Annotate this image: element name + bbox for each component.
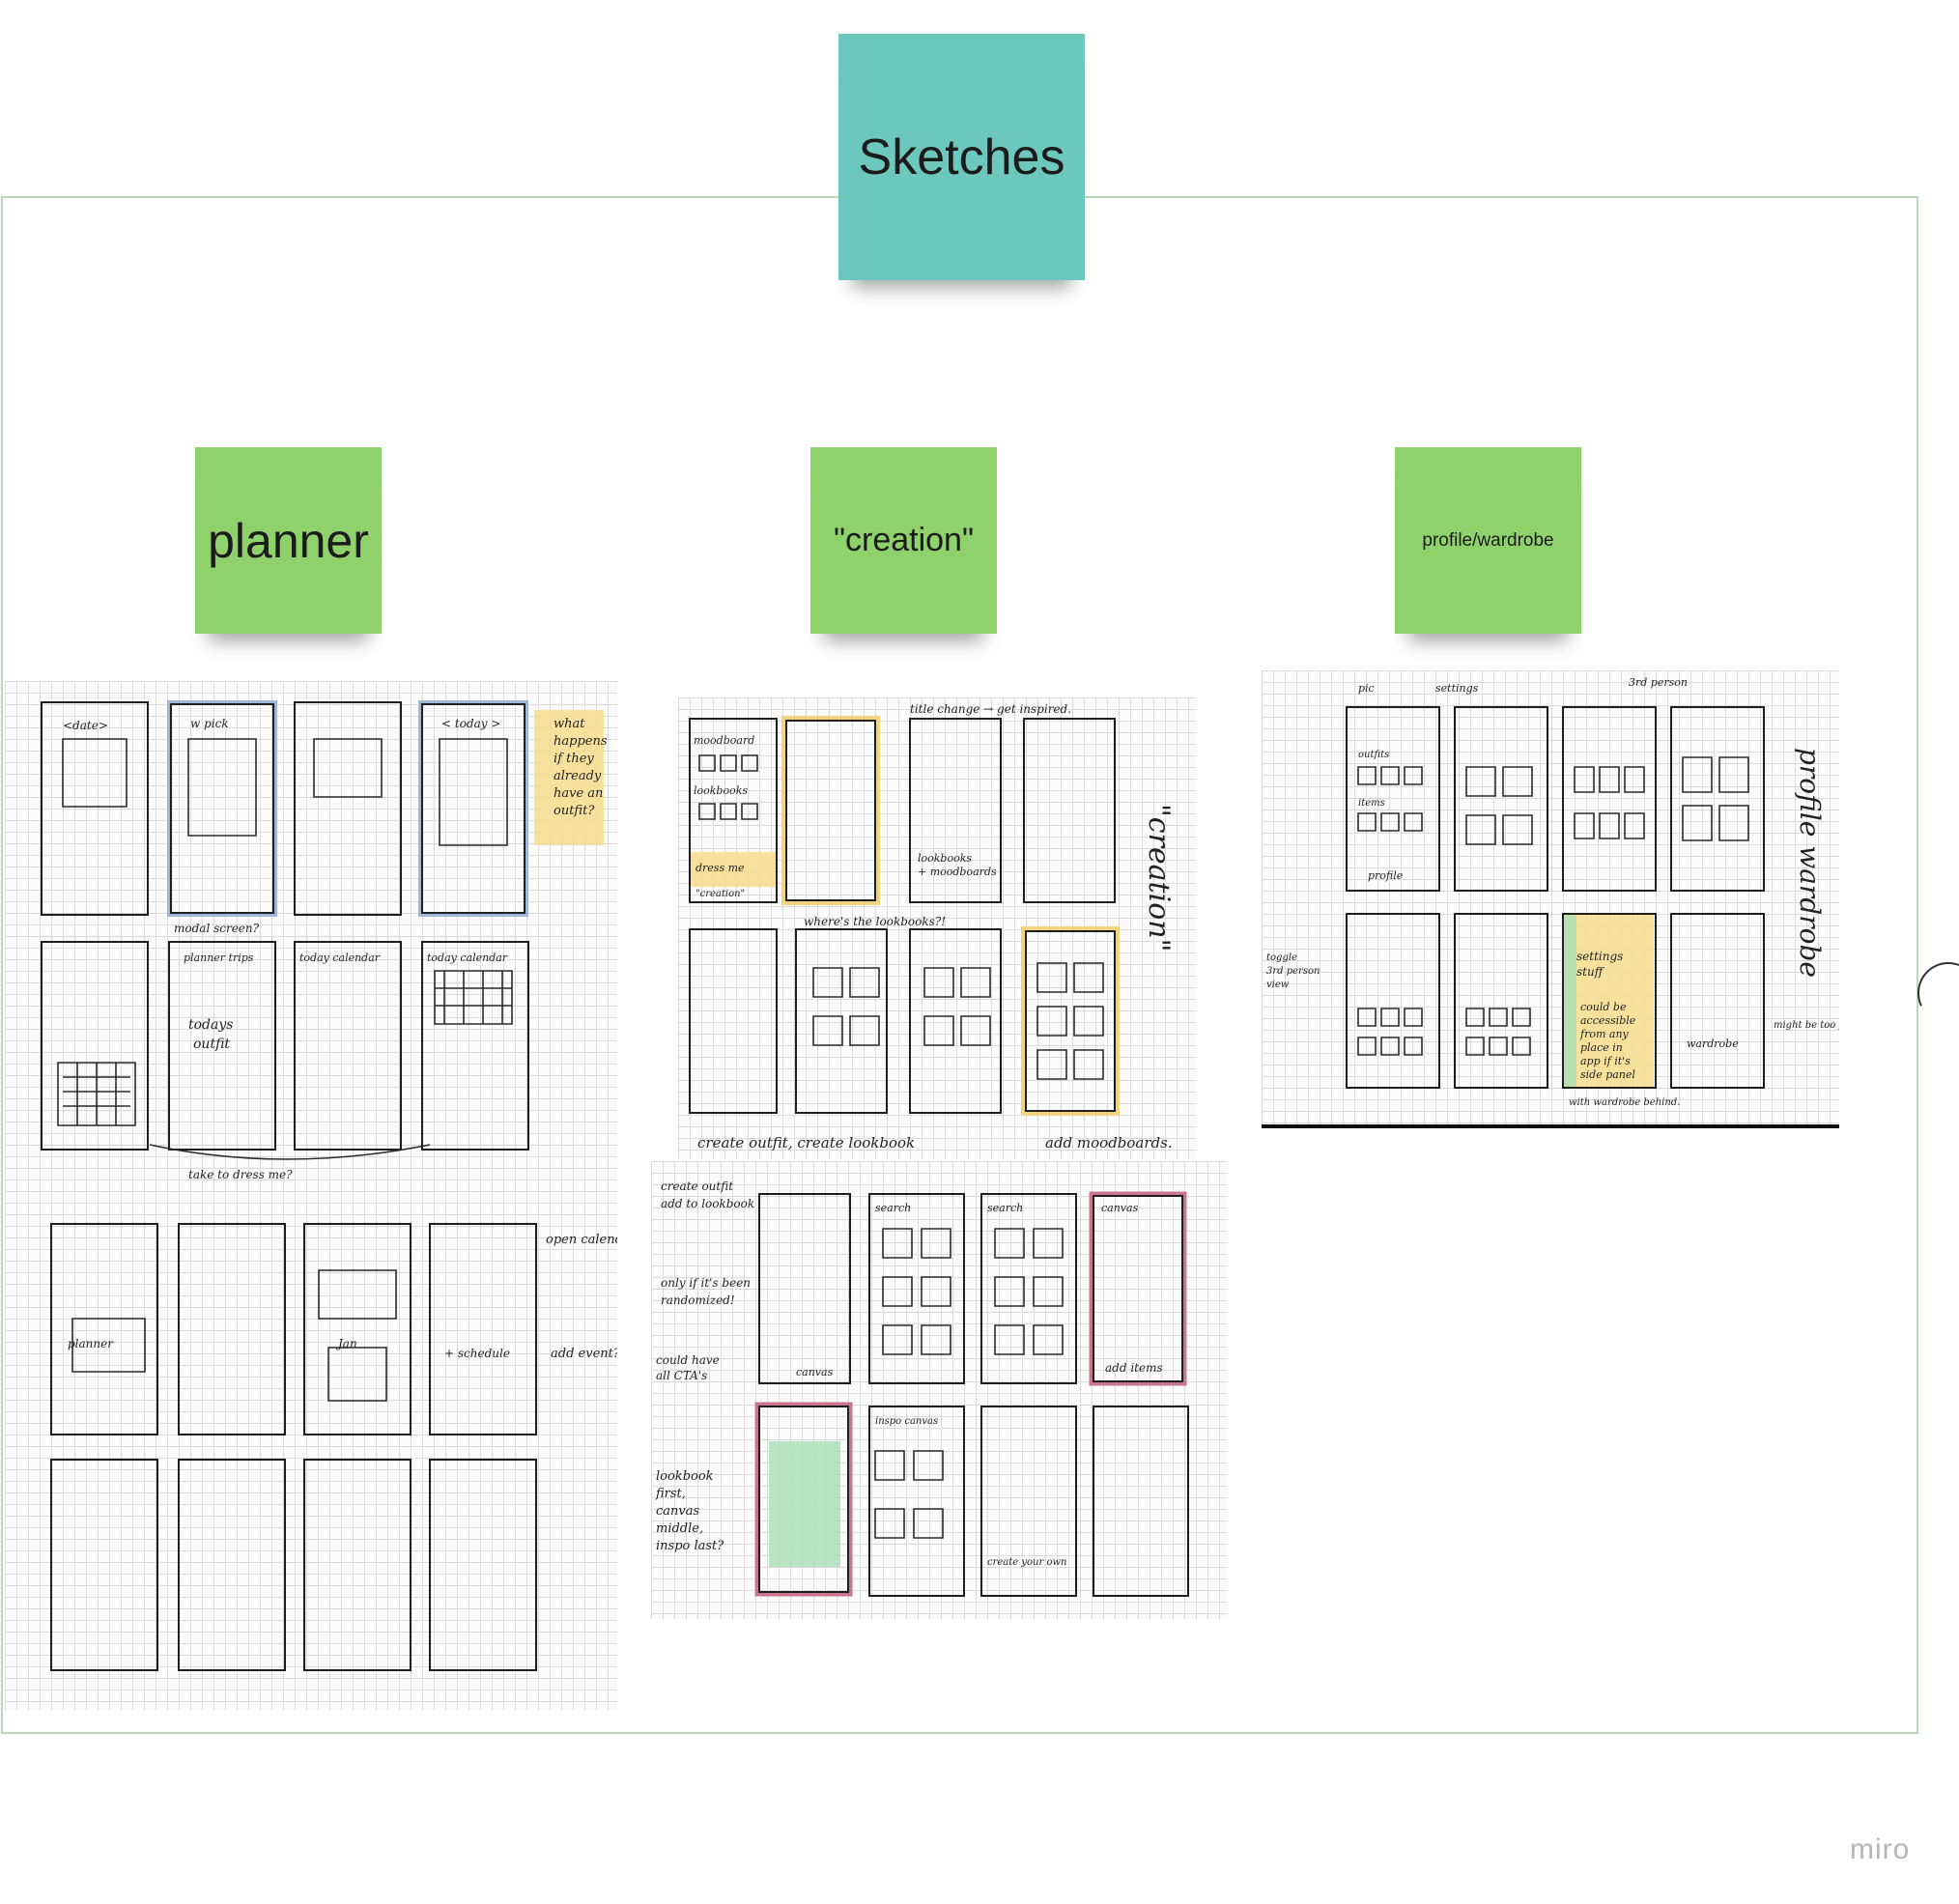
sticky-note-profile-wardrobe[interactable]: profile/wardrobe: [1395, 447, 1581, 634]
svg-text:items: items: [1358, 798, 1385, 809]
svg-text:wardrobe: wardrobe: [1687, 1037, 1739, 1050]
svg-text:title change → get inspired.: title change → get inspired.: [910, 702, 1071, 716]
sketch-creation-top-drawing: title change → get inspired. moodboard l…: [689, 702, 1176, 1151]
svg-text:3rd person: 3rd person: [1629, 676, 1688, 689]
svg-text:already: already: [554, 769, 602, 783]
svg-text:add event?: add event?: [551, 1347, 617, 1361]
svg-text:settings: settings: [1435, 682, 1479, 695]
svg-text:add to lookbook: add to lookbook: [661, 1197, 754, 1210]
svg-text:outfits: outfits: [1358, 750, 1389, 760]
svg-text:have an: have an: [554, 786, 603, 801]
svg-text:+ schedule: + schedule: [444, 1347, 510, 1360]
sticky-note-planner-label: planner: [208, 513, 369, 568]
svg-text:w pick: w pick: [190, 717, 229, 730]
sticky-note-creation[interactable]: "creation": [810, 447, 997, 634]
svg-text:add items: add items: [1105, 1361, 1163, 1375]
svg-text:create your own: create your own: [987, 1557, 1066, 1568]
svg-text:only if it's been: only if it's been: [661, 1276, 751, 1290]
svg-text:might be too far away.: might be too far away.: [1774, 1020, 1839, 1031]
svg-text:all CTA's: all CTA's: [656, 1369, 707, 1382]
svg-text:from any: from any: [1579, 1028, 1630, 1040]
svg-text:inspo canvas: inspo canvas: [875, 1416, 938, 1427]
svg-text:today calendar: today calendar: [427, 952, 508, 964]
sketch-planner[interactable]: what happens if they already have an out…: [5, 681, 617, 1710]
svg-text:moodboard: moodboard: [694, 734, 754, 747]
svg-text:< today >: < today >: [441, 717, 500, 730]
svg-text:place in: place in: [1580, 1041, 1623, 1054]
svg-text:search: search: [987, 1202, 1023, 1214]
svg-text:outfit: outfit: [193, 1037, 230, 1052]
svg-text:accessible: accessible: [1580, 1014, 1636, 1027]
sketch-profile-wardrobe-drawing: pic settings 3rd person outfits items pr…: [1266, 676, 1839, 1108]
sketch-creation-top[interactable]: title change → get inspired. moodboard l…: [678, 697, 1196, 1159]
sheet-baseline: [1262, 1124, 1839, 1128]
sticky-note-creation-label: "creation": [833, 522, 975, 558]
svg-text:middle,: middle,: [656, 1521, 703, 1536]
svg-text:with wardrobe behind.: with wardrobe behind.: [1569, 1097, 1680, 1108]
svg-text:profile: profile: [1368, 869, 1404, 882]
svg-text:create outfit, create lookbook: create outfit, create lookbook: [697, 1134, 915, 1151]
svg-text:happens: happens: [554, 734, 608, 749]
sticky-note-planner[interactable]: planner: [195, 447, 382, 634]
svg-text:outfit?: outfit?: [554, 804, 595, 818]
svg-text:inspo last?: inspo last?: [656, 1539, 724, 1553]
svg-text:where's the lookbooks?!: where's the lookbooks?!: [804, 915, 946, 928]
sketch-creation-bottom[interactable]: create outfit add to lookbook only if it…: [651, 1161, 1227, 1619]
svg-text:could be: could be: [1580, 1001, 1627, 1013]
svg-text:dress me: dress me: [696, 862, 745, 874]
svg-text:profile wardrobe: profile wardrobe: [1794, 748, 1826, 978]
svg-text:lookbooks: lookbooks: [694, 784, 748, 797]
miro-logo: miro: [1850, 1833, 1911, 1865]
svg-text:"creation": "creation": [1142, 804, 1176, 952]
svg-text:search: search: [875, 1202, 911, 1214]
svg-text:settings: settings: [1576, 950, 1623, 963]
svg-text:"creation": "creation": [696, 889, 745, 899]
svg-text:todays: todays: [188, 1017, 233, 1033]
svg-text:what: what: [554, 717, 585, 731]
svg-text:canvas: canvas: [796, 1366, 834, 1378]
svg-text:lookbooks: lookbooks: [918, 852, 972, 865]
svg-text:could have: could have: [656, 1353, 720, 1367]
svg-text:planner: planner: [68, 1337, 114, 1350]
sticky-note-sketches[interactable]: Sketches: [838, 34, 1085, 280]
svg-text:toggle: toggle: [1266, 952, 1297, 963]
svg-text:side panel: side panel: [1580, 1068, 1635, 1081]
svg-text:if they: if they: [554, 752, 594, 766]
svg-text:canvas: canvas: [1101, 1202, 1139, 1214]
svg-text:today calendar: today calendar: [299, 952, 381, 964]
svg-text:lookbook: lookbook: [656, 1469, 714, 1484]
sticky-note-profile-wardrobe-label: profile/wardrobe: [1422, 529, 1554, 551]
sketch-profile-wardrobe[interactable]: pic settings 3rd person outfits items pr…: [1262, 670, 1839, 1126]
svg-text:randomized!: randomized!: [661, 1293, 735, 1307]
svg-text:open calendar: open calendar: [546, 1233, 617, 1247]
svg-text:<date>: <date>: [63, 719, 108, 732]
svg-text:canvas: canvas: [656, 1504, 699, 1519]
svg-text:stuff: stuff: [1576, 965, 1605, 979]
svg-text:view: view: [1266, 980, 1290, 990]
svg-text:Jan: Jan: [335, 1337, 357, 1350]
svg-text:modal screen?: modal screen?: [174, 922, 260, 935]
sketch-creation-bottom-drawing: create outfit add to lookbook only if it…: [655, 1179, 1189, 1597]
svg-text:take to dress me?: take to dress me?: [188, 1168, 293, 1181]
svg-text:+ moodboards: + moodboards: [918, 866, 997, 878]
svg-text:add moodboards.: add moodboards.: [1045, 1134, 1173, 1151]
sketch-planner-drawing: what happens if they already have an out…: [41, 700, 617, 1671]
svg-text:3rd person: 3rd person: [1266, 966, 1320, 977]
svg-text:pic: pic: [1358, 682, 1375, 695]
svg-text:app if it's: app if it's: [1580, 1055, 1631, 1067]
svg-text:planner trips: planner trips: [184, 952, 254, 964]
svg-text:create outfit: create outfit: [661, 1179, 733, 1193]
svg-text:first,: first,: [655, 1487, 686, 1501]
sticky-note-sketches-label: Sketches: [858, 128, 1065, 185]
